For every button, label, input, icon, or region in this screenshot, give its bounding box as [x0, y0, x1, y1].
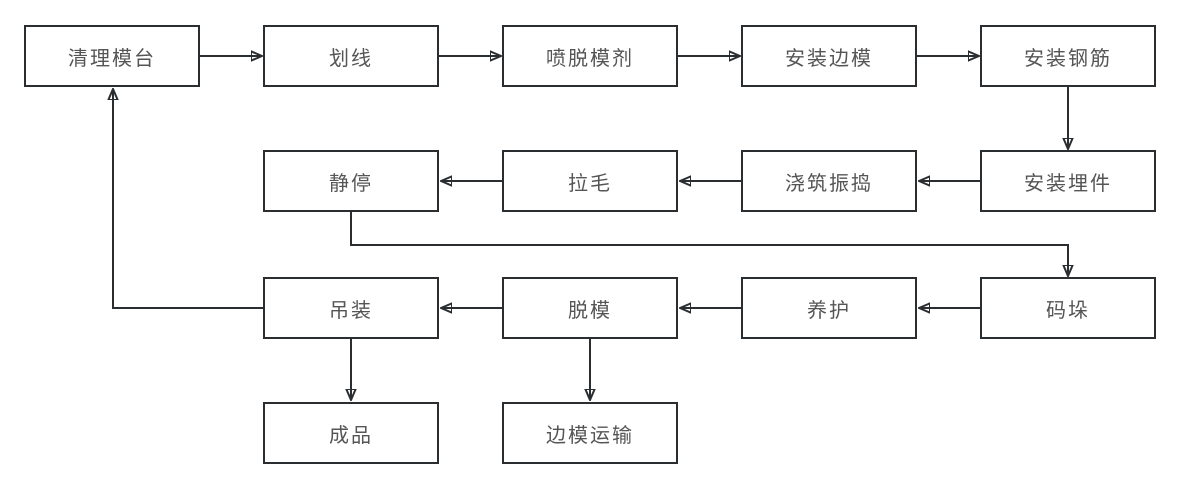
node-install-embeds: 安装埋件 [980, 150, 1156, 212]
node-pour-vibrate: 浇筑振捣 [741, 150, 917, 212]
arrow-hoist-to-clean-mold-table [113, 89, 263, 309]
node-rest: 静停 [263, 150, 439, 212]
node-demold: 脱模 [502, 277, 678, 339]
node-install-rebar: 安装钢筋 [980, 25, 1156, 87]
node-install-side-forms: 安装边模 [741, 25, 917, 87]
node-finished-product: 成品 [263, 402, 439, 464]
arrow-rest-to-stacking [350, 212, 1068, 276]
node-hoist: 吊装 [263, 277, 439, 339]
node-curing: 养护 [741, 277, 917, 339]
node-stacking: 码垛 [980, 277, 1156, 339]
node-side-form-transport: 边模运输 [502, 402, 678, 464]
node-clean-mold-table: 清理模台 [24, 25, 200, 87]
node-spray-release-agent: 喷脱模剂 [502, 25, 678, 87]
node-roughening: 拉毛 [502, 150, 678, 212]
node-marking: 划线 [263, 25, 439, 87]
